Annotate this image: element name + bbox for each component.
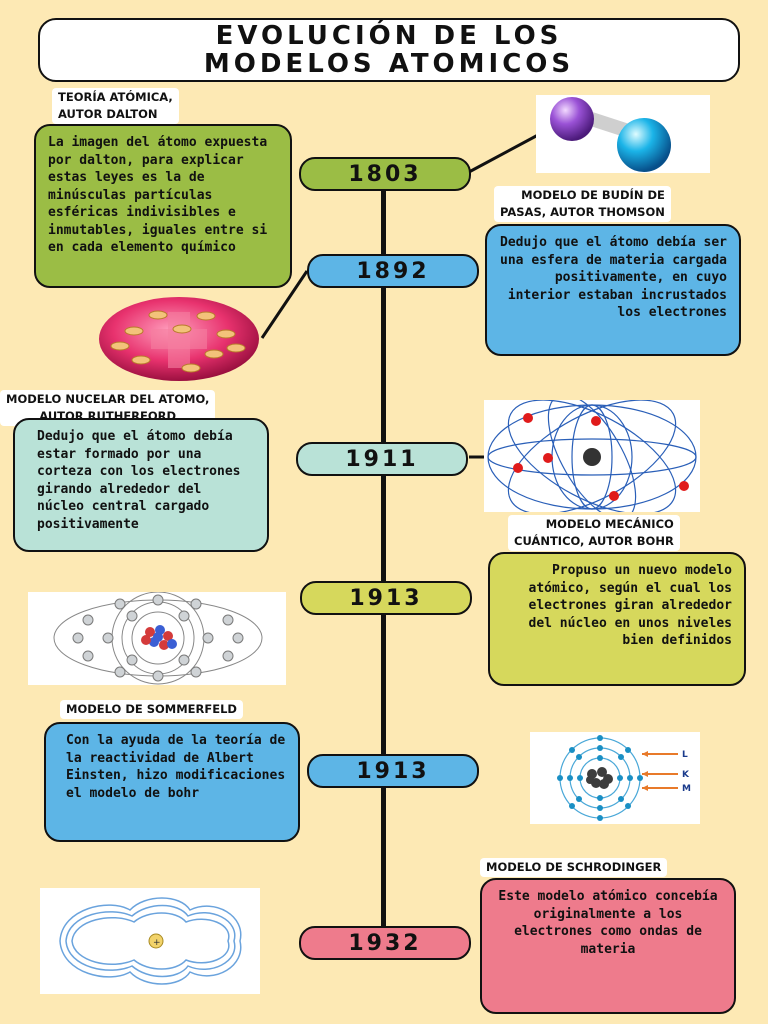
year-pill-1932: 1932 [299, 926, 471, 960]
year-pill-1911: 1911 [296, 442, 468, 476]
label-thomson: MODELO DE BUDÍN DE PASAS, AUTOR THOMSON [494, 186, 671, 222]
thomson-pudding-image [96, 296, 262, 382]
label-sommerfeld: MODELO DE SOMMERFELD [60, 700, 243, 719]
timeline-line [381, 186, 386, 946]
shell-letter-k: K [682, 770, 690, 780]
label-bohr: MODELO MECÁNICO CUÁNTICO, AUTOR BOHR [508, 515, 680, 551]
bohr-atom-image [28, 592, 286, 685]
card-rutherford: Dedujo que el átomo debía estar formado … [13, 418, 269, 552]
title-box: EVOLUCIÓN DE LOS MODELOS ATOMICOS [38, 18, 740, 82]
year-pill-1913-bohr: 1913 [300, 581, 472, 615]
page-title: EVOLUCIÓN DE LOS MODELOS ATOMICOS [204, 22, 574, 78]
rutherford-atom-image [484, 400, 700, 512]
card-thomson: Dedujo que el átomo debía ser una esfera… [485, 224, 741, 356]
title-line-1: EVOLUCIÓN DE LOS [215, 21, 563, 51]
label-dalton: TEORÍA ATÓMICA, AUTOR DALTON [52, 88, 179, 124]
label-schrodinger: MODELO DE SCHRODINGER [480, 858, 668, 877]
schrodinger-wave-image: + [40, 888, 260, 994]
year-pill-1803: 1803 [299, 157, 471, 191]
shell-letter-m: M [682, 784, 691, 794]
card-bohr: Propuso un nuevo modelo atómico, según e… [488, 552, 746, 686]
card-dalton: La imagen del átomo expuesta por dalton,… [34, 124, 292, 288]
card-sommerfeld: Con la ayuda de la teoría de la reactivi… [44, 722, 300, 842]
sommerfeld-atom-image: L K M [530, 732, 700, 824]
dalton-molecule-image [536, 95, 710, 173]
title-line-2: MODELOS ATOMICOS [203, 49, 575, 79]
year-pill-1892: 1892 [307, 254, 479, 288]
year-pill-1913-sommerfeld: 1913 [307, 754, 479, 788]
card-schrodinger: Este modelo atómico concebía originalmen… [480, 878, 736, 1014]
shell-letter-l: L [682, 750, 688, 760]
svg-text:+: + [153, 938, 161, 948]
